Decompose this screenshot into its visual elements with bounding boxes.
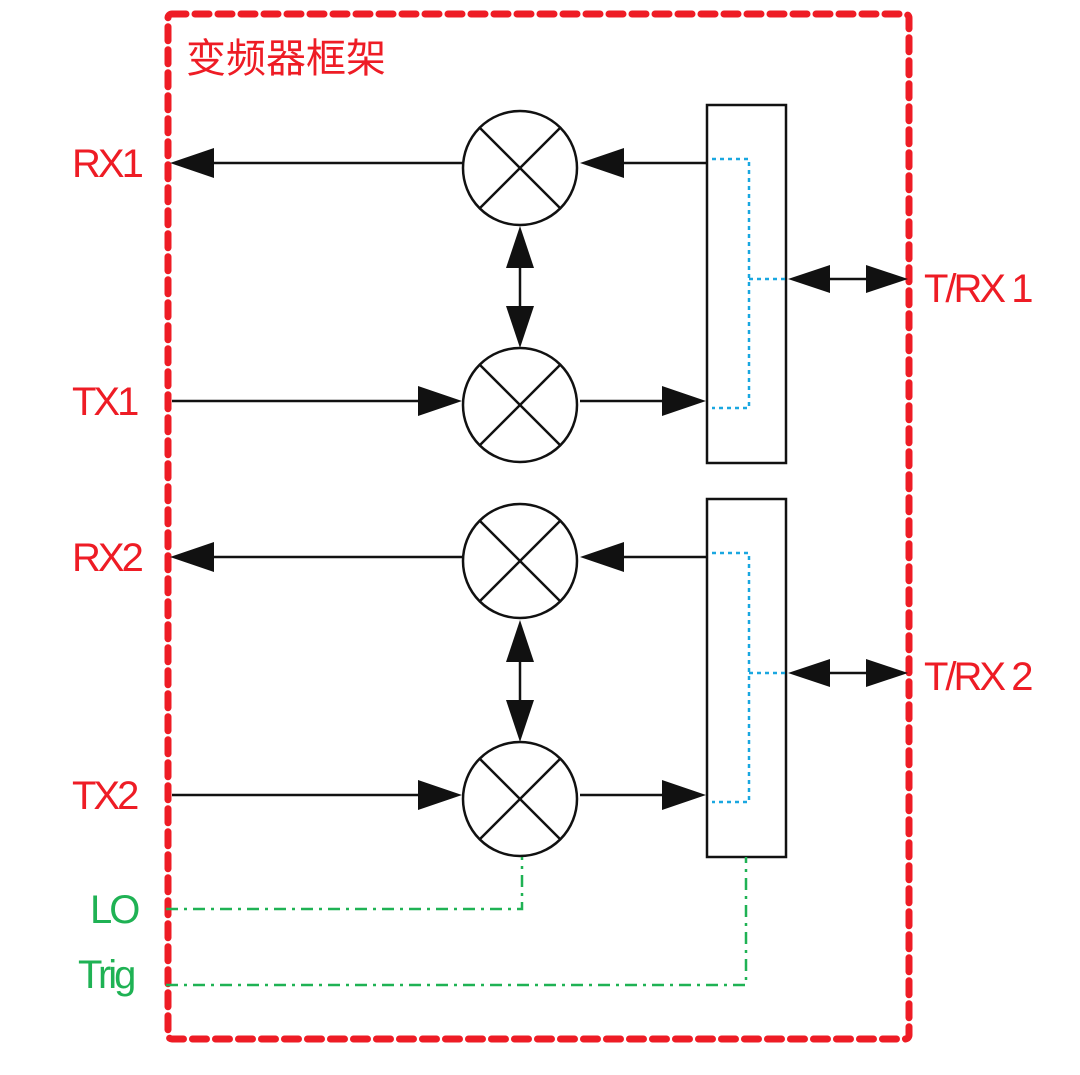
port-label-tx2: TX2 xyxy=(72,774,138,818)
port-label-trx1: T/RX 1 xyxy=(924,267,1032,311)
trx2-left-arrow xyxy=(788,659,830,687)
trx1-left-arrow xyxy=(788,265,830,293)
trig-control-line xyxy=(166,857,748,987)
lo-control-line xyxy=(166,857,524,911)
mixer-tx1 xyxy=(461,346,579,464)
mixer-rx2 xyxy=(461,502,579,620)
rx1-arrowhead xyxy=(170,148,214,178)
port-label-rx2: RX2 xyxy=(72,536,143,580)
lo-link-1-down-arrow xyxy=(506,306,534,348)
lo-link-2-down-arrow xyxy=(506,700,534,742)
switch-1 xyxy=(705,103,788,465)
mixer-rx1 xyxy=(461,109,579,227)
mixer-tx2 xyxy=(461,740,579,858)
port-label-tx1: TX1 xyxy=(72,380,138,424)
tx1-switch-arrowhead xyxy=(662,386,706,416)
trx2-right-arrow xyxy=(866,659,908,687)
trx1-right-arrow xyxy=(866,265,908,293)
converter-frame xyxy=(164,10,913,1043)
port-label-rx1: RX1 xyxy=(72,142,143,186)
switch-2 xyxy=(705,497,788,859)
port-label-lo: LO xyxy=(90,888,139,932)
rx1-mixer-arrowhead xyxy=(580,148,624,178)
port-label-trig: Trig xyxy=(78,953,134,997)
tx1-arrowhead xyxy=(418,386,462,416)
tx2-arrowhead xyxy=(418,780,462,810)
lo-link-1-up-arrow xyxy=(506,226,534,268)
switch-2-path xyxy=(712,551,751,804)
frame-title: 变频器框架 xyxy=(186,36,386,82)
port-label-trx2: T/RX 2 xyxy=(924,655,1032,699)
rx2-arrowhead xyxy=(170,542,214,572)
switch-1-path xyxy=(712,157,751,410)
lo-link-2-up-arrow xyxy=(506,620,534,662)
rx2-mixer-arrowhead xyxy=(580,542,624,572)
tx2-switch-arrowhead xyxy=(662,780,706,810)
